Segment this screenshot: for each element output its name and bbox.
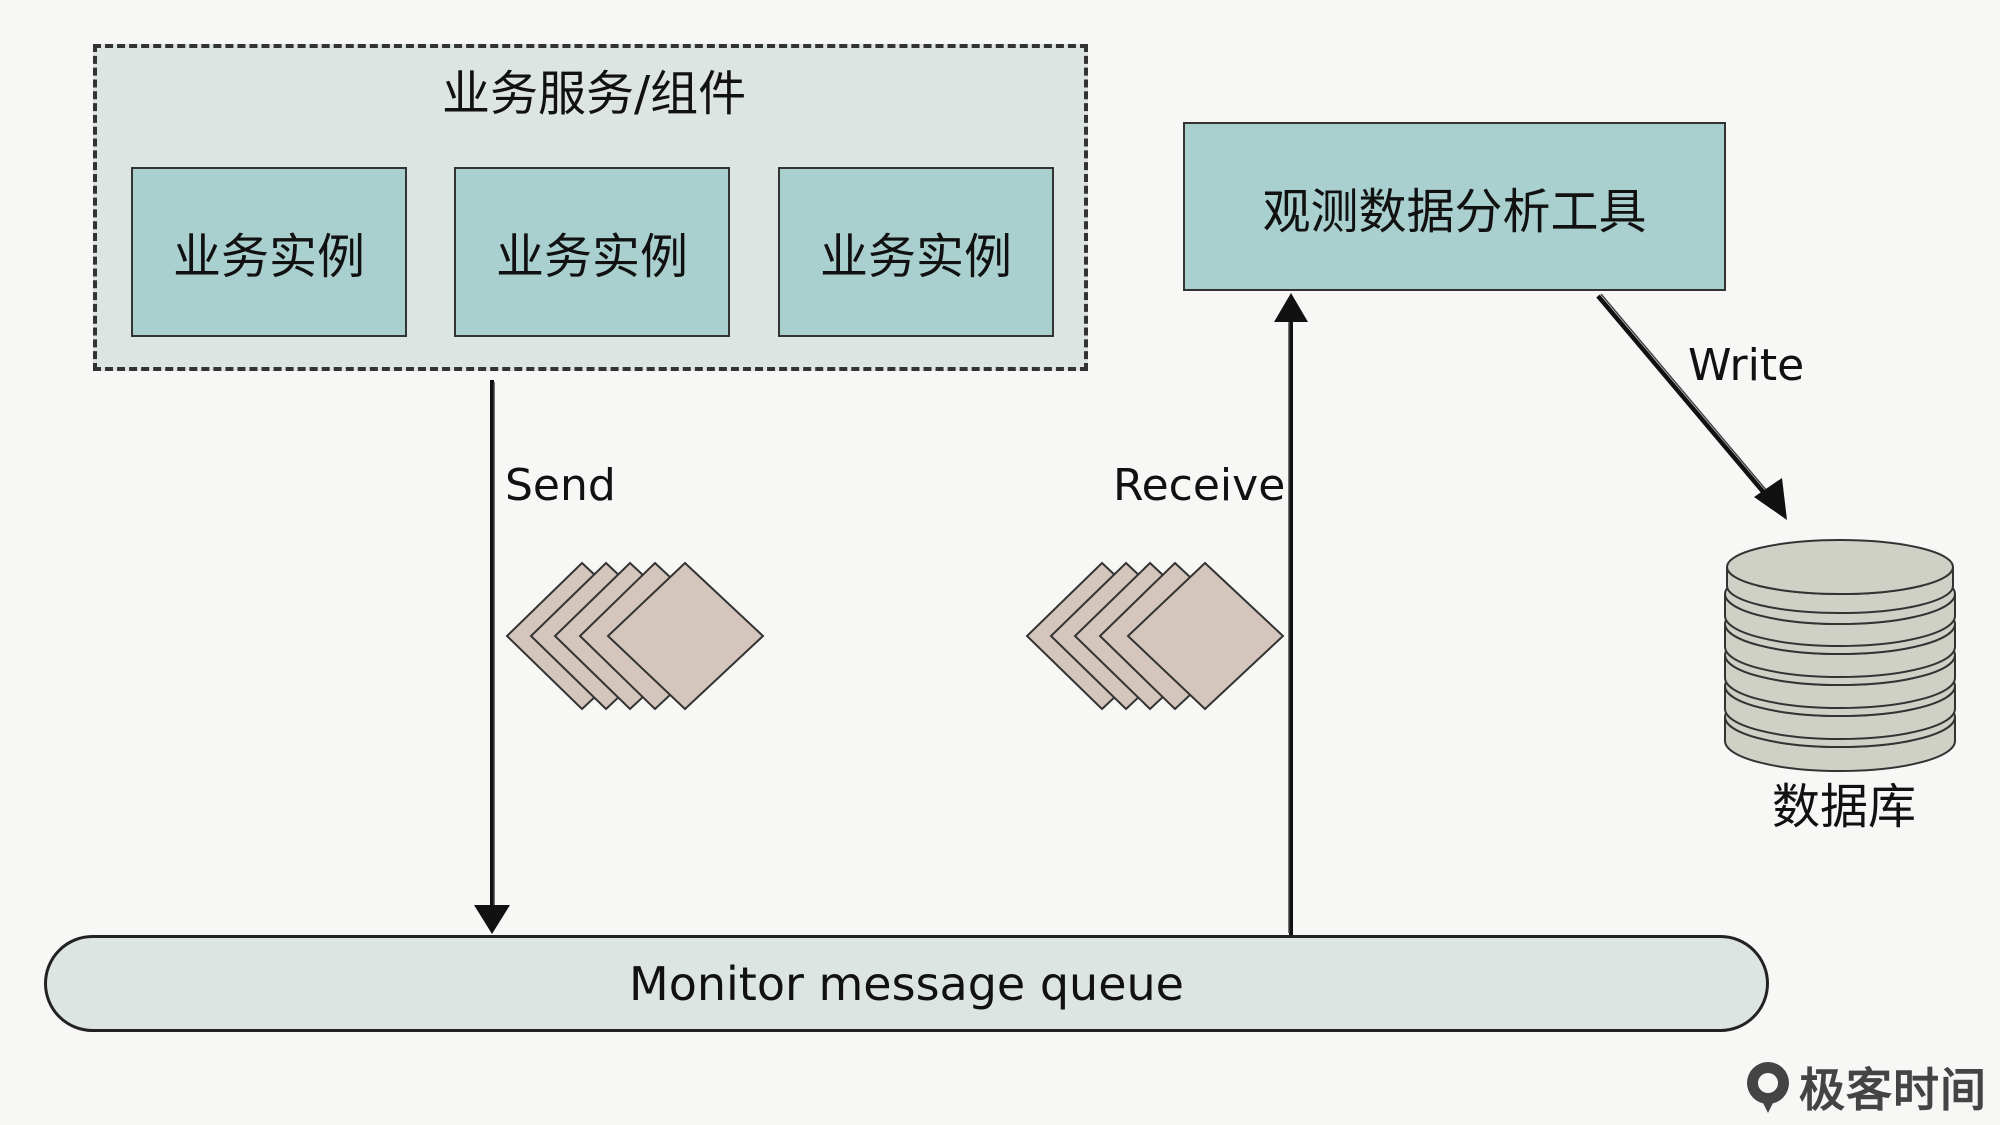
analysis-tool-label: 观测数据分析工具	[1262, 183, 1647, 240]
message-queue-label: Monitor message queue	[629, 956, 1184, 1011]
service-instance-label: 业务实例	[819, 229, 1012, 285]
analysis-tool-box: 观测数据分析工具	[1183, 122, 1726, 291]
service-instance-1: 业务实例	[131, 167, 407, 337]
brand-logo: 极客时间	[1743, 1056, 1988, 1118]
database-icon	[1724, 539, 1956, 772]
send-arrow	[474, 380, 510, 934]
service-group-title: 业务服务/组件	[442, 66, 747, 122]
service-instance-label: 业务实例	[495, 229, 688, 285]
brand-logo-text: 极客时间	[1799, 1063, 1987, 1117]
service-instance-2: 业务实例	[454, 167, 730, 337]
write-label: Write	[1688, 340, 1805, 391]
service-instance-3: 业务实例	[778, 167, 1054, 337]
send-message-stack	[505, 561, 765, 711]
send-label: Send	[505, 460, 616, 511]
receive-label: Receive	[1113, 460, 1286, 511]
database-label: 数据库	[1772, 779, 1917, 835]
write-arrow	[1596, 293, 1787, 520]
receive-message-stack	[1025, 561, 1285, 711]
brand-mark-icon	[1746, 1062, 1790, 1113]
receive-arrow	[1274, 293, 1308, 935]
message-queue-bar: Monitor message queue	[44, 935, 1769, 1032]
service-instance-label: 业务实例	[172, 229, 365, 285]
